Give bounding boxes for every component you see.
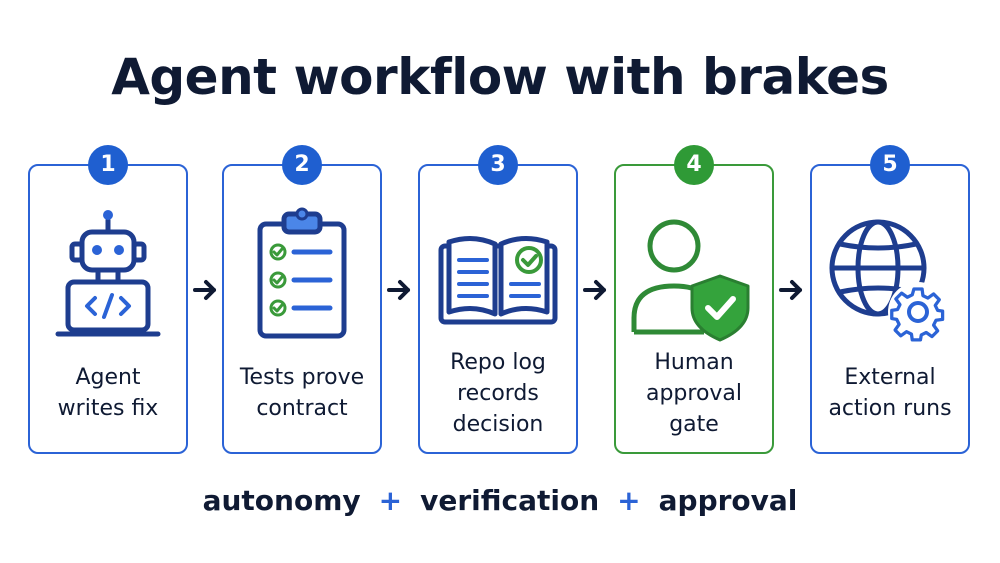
footer-term-autonomy: autonomy — [202, 484, 361, 517]
open-book-icon — [420, 196, 576, 346]
arrow-right-icon — [778, 277, 804, 307]
step-number-badge: 4 — [674, 145, 714, 185]
step-label: Agent — [75, 365, 141, 390]
person-shield-icon — [616, 196, 772, 346]
step-label: Human — [654, 350, 734, 375]
step-card-3: Repo log records decision — [418, 164, 578, 454]
footer-term-verification: verification — [420, 484, 600, 517]
step-label: External — [844, 365, 936, 390]
arrow-right-icon — [386, 277, 412, 307]
step-card-5: External action runs — [810, 164, 970, 454]
step-label: contract — [256, 396, 348, 421]
step-label: decision — [452, 412, 544, 437]
step-label: Tests prove — [239, 365, 365, 390]
clipboard-checklist-icon — [224, 196, 380, 346]
step-label: Repo log — [450, 350, 546, 375]
step-number-badge: 2 — [282, 145, 322, 185]
step-card-1: Agent writes fix — [28, 164, 188, 454]
arrow-right-icon — [192, 277, 218, 307]
arrow-right-icon — [582, 277, 608, 307]
step-label: action runs — [828, 396, 952, 421]
footer-formula: autonomy + verification + approval — [0, 484, 1000, 517]
step-number-badge: 3 — [478, 145, 518, 185]
robot-laptop-icon — [30, 196, 186, 346]
globe-gear-icon — [812, 196, 968, 346]
page-title: Agent workflow with brakes — [111, 48, 889, 106]
plus-icon: + — [617, 484, 641, 517]
step-number-badge: 5 — [870, 145, 910, 185]
step-number-badge: 1 — [88, 145, 128, 185]
step-label: records — [457, 381, 539, 406]
step-label: writes fix — [57, 396, 159, 421]
plus-icon: + — [378, 484, 403, 517]
step-label: gate — [669, 412, 719, 437]
step-card-4: Human approval gate — [614, 164, 774, 454]
footer-term-approval: approval — [658, 484, 798, 517]
step-card-2: Tests prove contract — [222, 164, 382, 454]
step-label: approval — [645, 381, 743, 406]
